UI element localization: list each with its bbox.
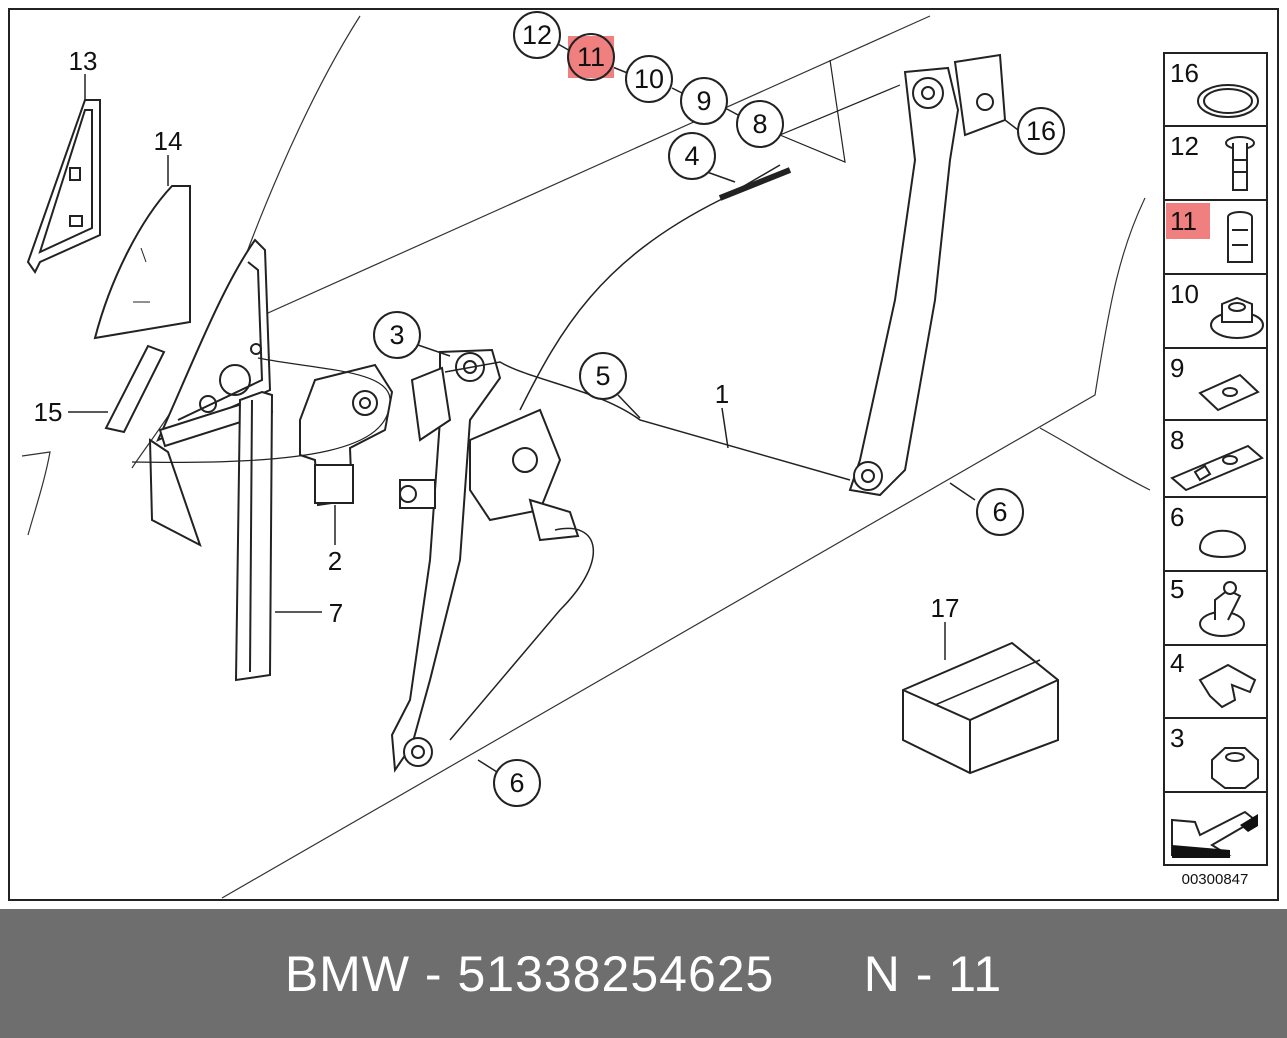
bolt-icon (1225, 136, 1255, 191)
hex-nut-icon (1211, 747, 1259, 789)
cable-clip-icon (1199, 581, 1245, 637)
side-number-6: 6 (1170, 502, 1184, 532)
callout-3: 3 (373, 311, 421, 359)
side-number-9: 9 (1170, 353, 1184, 383)
footer-separator: - (424, 945, 443, 1002)
threaded-sleeve-icon (1227, 211, 1253, 263)
plug-cap-icon (1198, 529, 1247, 558)
callout-4-text: 4 (684, 141, 699, 171)
box-17 (902, 641, 1059, 775)
callout-12: 12 (513, 11, 561, 59)
footer-bar: BMW - 51338254625 N - 11 (0, 909, 1287, 1038)
footer-gap (774, 945, 863, 1003)
cable-lower (444, 164, 851, 741)
callout-6-bottom: 6 (493, 759, 541, 807)
back-arrow-icon (1171, 810, 1258, 858)
side-number-4: 4 (1170, 648, 1184, 678)
label-15: 15 (34, 397, 63, 427)
label-1: 1 (715, 379, 729, 409)
callout-9-text: 9 (696, 86, 711, 116)
footer-part-number: 51338254625 (457, 945, 775, 1002)
glass-panel-14 (93, 185, 191, 340)
window-frame (148, 238, 274, 682)
footer-caption: BMW - 51338254625 N - 11 (0, 909, 1287, 1038)
footer-brand: BMW (284, 945, 411, 1002)
callout-16-text: 16 (1026, 116, 1056, 146)
label-17: 17 (931, 593, 960, 623)
callout-6a-text: 6 (992, 497, 1007, 527)
regulator-rear (778, 53, 1007, 497)
side-number-11: 11 (1170, 206, 1197, 236)
plate-icon (1198, 373, 1260, 412)
callout-10: 10 (625, 55, 673, 103)
side-number-8: 8 (1170, 425, 1184, 455)
side-number-10: 10 (1170, 279, 1199, 309)
callout-11-text: 11 (577, 42, 605, 72)
callout-16: 16 (1017, 107, 1065, 155)
diagram-code: 00300847 (1182, 871, 1249, 888)
parts-diagram: 12 11 10 9 8 4 16 3 5 6 6 13 14 (21, 11, 1268, 899)
callout-5: 5 (579, 352, 627, 400)
callout-8-text: 8 (752, 109, 767, 139)
bracket-plate-icon (1170, 444, 1264, 492)
label-2: 2 (328, 546, 342, 576)
flange-nut-icon (1210, 296, 1264, 339)
callout-12-text: 12 (522, 20, 552, 50)
regulator-front (390, 348, 580, 773)
callout-9: 9 (680, 77, 728, 125)
side-number-5: 5 (1170, 574, 1184, 604)
o-ring-icon (1197, 84, 1259, 118)
label-14: 14 (154, 126, 183, 156)
side-highlight-11 (1166, 203, 1210, 239)
callout-3-text: 3 (389, 320, 404, 350)
callout-8: 8 (736, 100, 784, 148)
motor-2 (131, 357, 394, 507)
side-number-16: 16 (1170, 58, 1199, 88)
callout-6b-text: 6 (509, 768, 524, 798)
trim-panel-13 (26, 99, 101, 274)
callout-10-text: 10 (634, 64, 664, 94)
side-panel: 16 12 11 10 9 (1163, 52, 1268, 866)
spring-clip-icon (1198, 663, 1257, 709)
side-number-3: 3 (1170, 723, 1184, 753)
label-13: 13 (69, 46, 98, 76)
callout-4: 4 (668, 132, 716, 180)
diagram-frame (8, 8, 1279, 901)
side-number-12: 12 (1170, 131, 1199, 161)
callout-5-text: 5 (595, 361, 610, 391)
callout-11: 11 (567, 33, 615, 81)
label-7: 7 (329, 598, 343, 628)
footer-position-label: N - 11 (863, 945, 1003, 1002)
seal-strip-15 (104, 344, 166, 434)
callout-6-right: 6 (976, 488, 1024, 536)
